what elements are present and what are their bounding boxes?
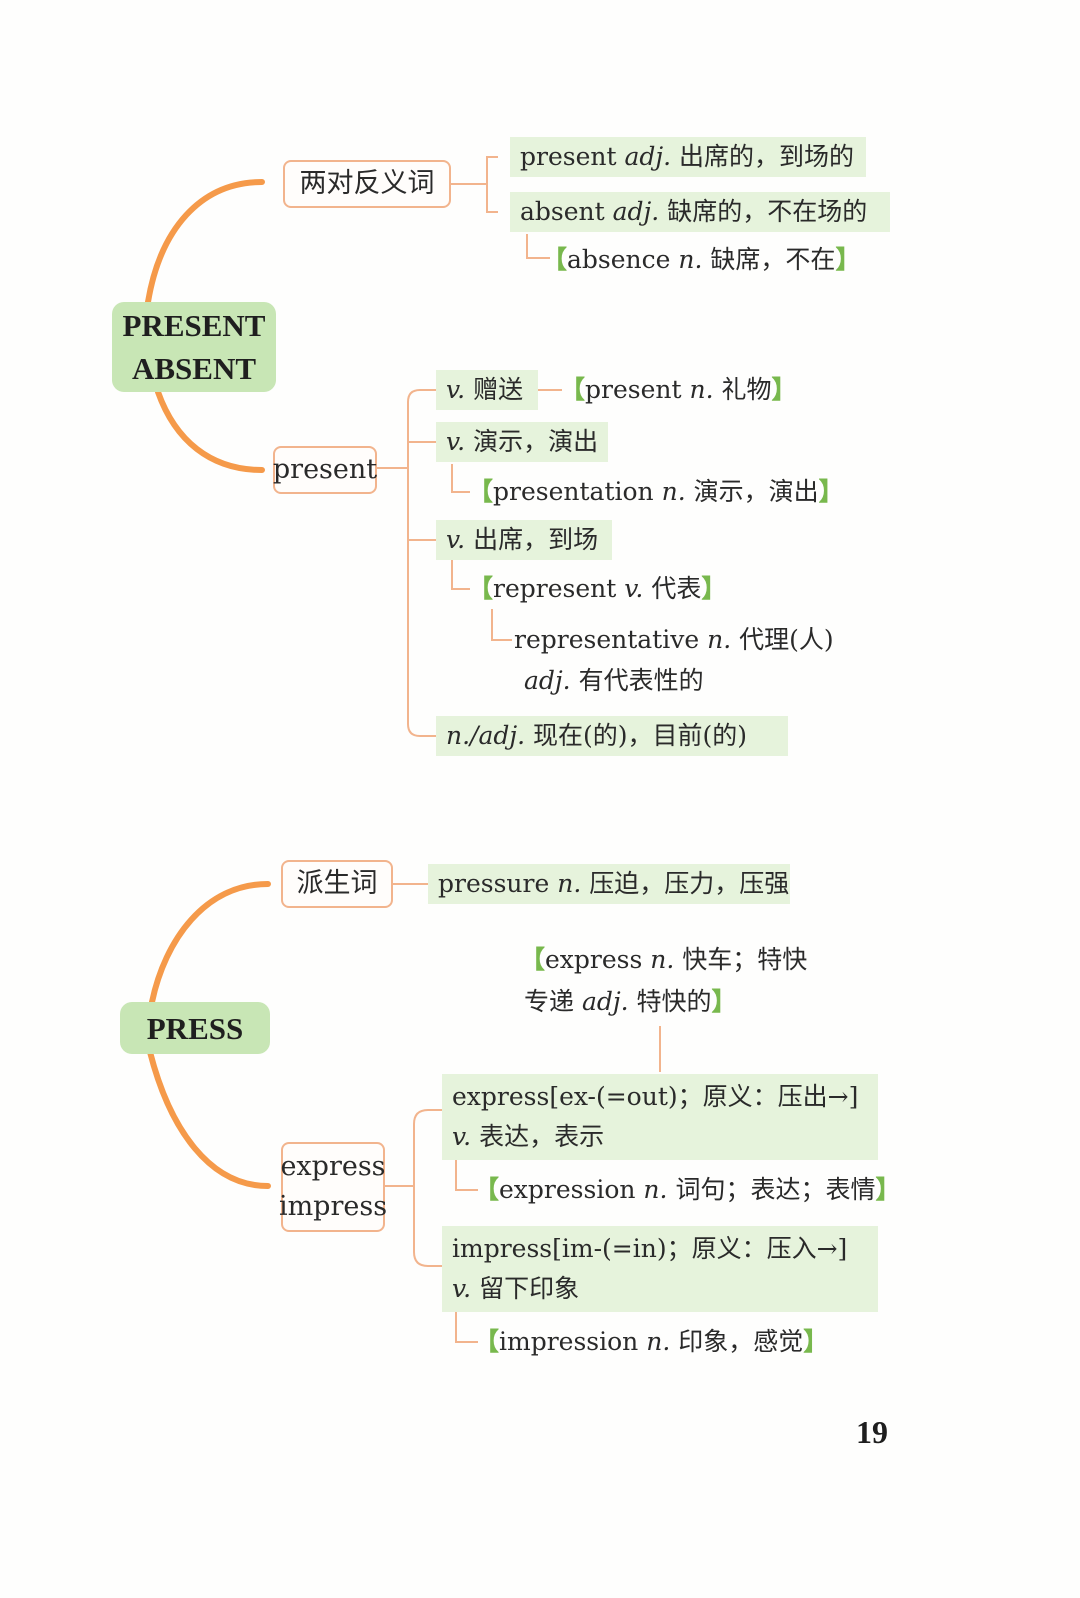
present-verb-connectors xyxy=(376,389,562,737)
derived-present-noun: 【present n. 礼物】 xyxy=(560,375,797,404)
root-label-line1: PRESENT xyxy=(122,308,266,343)
category-antonyms-label: 两对反义词 xyxy=(299,168,435,199)
root-label-press: PRESS xyxy=(146,1010,244,1046)
category-impress-label: impress xyxy=(278,1191,388,1222)
derived-representative-noun: representative n. 代理(人) xyxy=(514,625,834,654)
branch-to-present-verb xyxy=(155,389,265,473)
derived-expression: 【expression n. 词句；表达；表情】 xyxy=(474,1175,901,1204)
definition-absent-adj: absent adj. 缺席的，不在场的 xyxy=(510,192,890,232)
category-derivative: 派生词 xyxy=(281,860,393,908)
definition-give: v. 赠送 xyxy=(436,370,538,410)
definition-now: n./adj. 现在(的)，目前(的) xyxy=(436,716,788,756)
root-node-present-absent: PRESENT ABSENT xyxy=(112,302,276,392)
category-express-label: express xyxy=(280,1151,386,1182)
category-present-label: present xyxy=(272,454,378,485)
definition-pressure: pressure n. 压迫，压力，压强 xyxy=(428,864,790,904)
category-present: present xyxy=(273,446,377,494)
root-node-press: PRESS xyxy=(120,1002,270,1054)
root-label-line2: ABSENT xyxy=(131,351,257,386)
derived-represent: 【represent v. 代表】 xyxy=(468,574,727,603)
branch-to-express-impress xyxy=(147,1049,271,1189)
note-express-adj: 专递 adj. 特快的】 xyxy=(524,987,737,1016)
category-derivative-label: 派生词 xyxy=(296,868,378,899)
definition-attend: v. 出席，到场 xyxy=(436,520,612,560)
press-connectors xyxy=(384,883,661,1343)
category-antonyms: 两对反义词 xyxy=(283,160,451,208)
branch-to-derivative xyxy=(149,881,271,1005)
definition-show: v. 演示，演出 xyxy=(436,422,608,462)
category-express-impress: express impress xyxy=(278,1142,388,1232)
derived-impression: 【impression n. 印象，感觉】 xyxy=(474,1327,829,1356)
definition-express-verb: express[ex-(=out)；原义：压出→] v. 表达，表示 xyxy=(442,1074,878,1160)
definition-impress-verb: impress[im-(=in)；原义：压入→] v. 留下印象 xyxy=(442,1226,878,1312)
page-number: 19 xyxy=(856,1414,888,1450)
derived-representative-adj: adj. 有代表性的 xyxy=(524,666,704,695)
derived-presentation: 【presentation n. 演示，演出】 xyxy=(468,477,844,506)
branch-to-antonyms xyxy=(145,179,265,305)
derived-absence: 【absence n. 缺席，不在】 xyxy=(542,245,861,274)
definition-present-adj: present adj. 出席的，到场的 xyxy=(510,137,866,177)
note-express-noun: 【express n. 快车；特快 xyxy=(520,945,808,974)
antonyms-connectors xyxy=(450,156,550,259)
